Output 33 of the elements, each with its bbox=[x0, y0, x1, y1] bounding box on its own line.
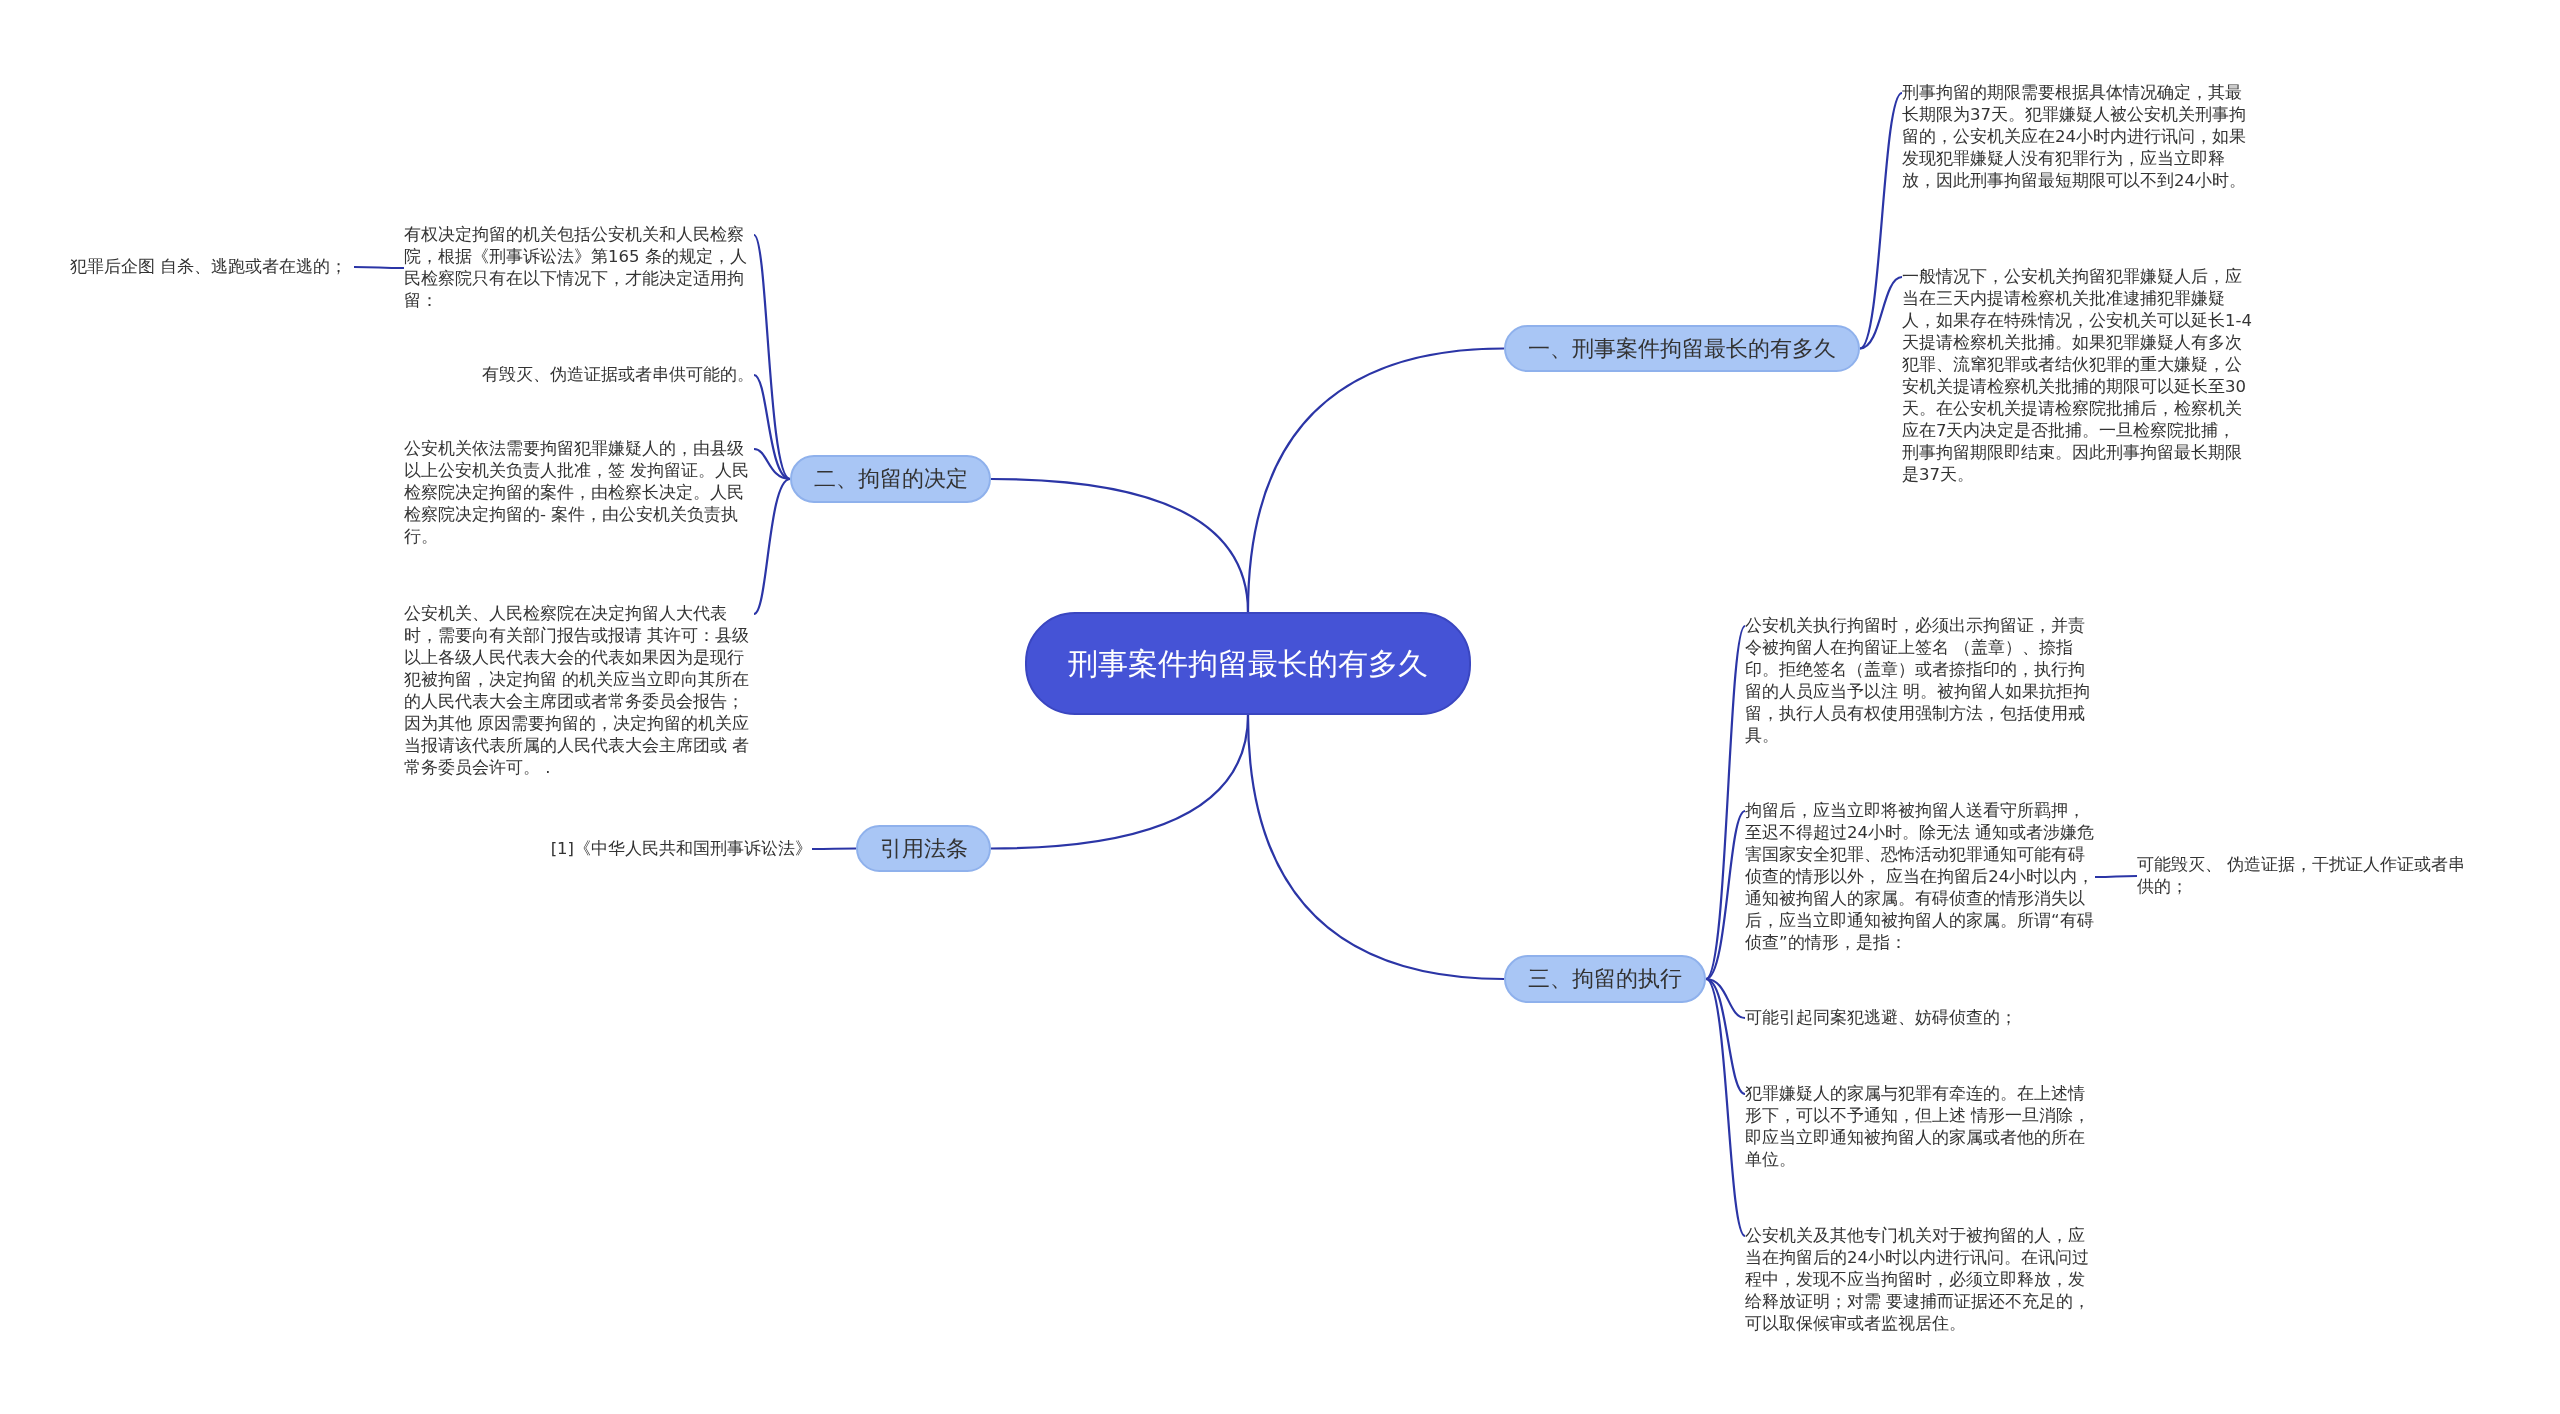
connector-line bbox=[354, 265, 404, 270]
topic-text: 犯罪后企图 自杀、逃跑或者在逃的； bbox=[70, 256, 354, 278]
connector-line bbox=[1859, 92, 1903, 350]
branch-topic: 一、刑事案件拘留最长的有多久 bbox=[1504, 325, 1860, 372]
topic-text: 可能引起同案犯逃避、妨碍侦查的； bbox=[1745, 1007, 2095, 1029]
topic-text: 刑事拘留的期限需要根据具体情况确定，其最长期限为37天。犯罪嫌疑人被公安机关刑事拘留的，公安机关应在24小时内进行讯问，如果发现犯罪嫌疑人没有犯罪行为，应当立即释放，因此刑事拘留最短期限可以不到24小时。 bbox=[1902, 82, 2252, 214]
topic-text: 可能毁灭、 伪造证据，干扰证人作证或者串供的； bbox=[2137, 854, 2477, 898]
topic-text: 有毁灭、伪造证据或者串供可能的。 bbox=[466, 364, 754, 386]
topic-text: 公安机关执行拘留时，必须出示拘留证，并责令被拘留人在拘留证上签名 （盖章）、捺指印。拒绝签名（盖章）或者捺指印的，执行拘留的人员应当予以注 明。被拘留人如果抗拒拘留，执行人员有权使用强制方法，包括使用戒具。 bbox=[1745, 615, 2095, 747]
topic-text: 公安机关及其他专门机关对于被拘留的人，应当在拘留后的24小时以内进行讯问。在讯问过程中，发现不应当拘留时，必须立即释放，发给释放证明；对需 要逮捕而证据还不充足的，可以取保候审或者监视居住。 bbox=[1745, 1225, 2095, 1335]
topic-text: 公安机关依法需要拘留犯罪嫌疑人的，由县级以上公安机关负责人批准，签 发拘留证。人民检察院决定拘留的案件，由检察长决定。人民检察院决定拘留的- 案件，由公安机关负责执行。 bbox=[404, 438, 754, 548]
topic-text: 一般情况下，公安机关拘留犯罪嫌疑人后，应当在三天内提请检察机关批准逮捕犯罪嫌疑人，如果存在特殊情况，公安机关可以延长1-4天提请检察机关批捕。如果犯罪嫌疑人有多次犯罪、流窜犯罪或者结伙犯罪的重大嫌疑，公安机关提请检察机关批捕的期限可以延长至30天。在公安机关提请检察院批捕后，检察机关应在7天内决定是否批捕。一旦检察院批捕，刑事拘留期限即结束。因此刑事拘留最长期限是37天。 bbox=[1902, 266, 2252, 490]
topic-text: [1]《中华人民共和国刑事诉讼法》 bbox=[540, 838, 812, 860]
topic-text: 犯罪嫌疑人的家属与犯罪有牵连的。在上述情形下，可以不予通知，但上述 情形一旦消除，即应当立即通知被拘留人的家属或者他的所在单位。 bbox=[1745, 1083, 2095, 1171]
connector-line bbox=[1246, 714, 1505, 981]
branch-topic: 引用法条 bbox=[856, 825, 991, 872]
topic-text: 拘留后，应当立即将被拘留人送看守所羁押，至迟不得超过24小时。除无法 通知或者涉嫌危害国家安全犯罪、恐怖活动犯罪通知可能有碍侦查的情形以外， 应当在拘留后24小时以内，通知被拘留人的家属。有碍侦查的情形消失以后，应当立即通知被拘留人的家属。所谓“有碍侦查”的情形，是指： bbox=[1745, 800, 2095, 954]
connector-line bbox=[2095, 874, 2137, 879]
topic-text: 公安机关、人民检察院在决定拘留人大代表时，需要向有关部门报告或报请 其许可：县级以上各级人民代表大会的代表如果因为是现行犯被拘留，决定拘留 的机关应当立即向其所在的人民代表大会主席团或者常务委员会报告；因为其他 原因需要拘留的，决定拘留的机关应当报请该代表所属的人民代表大会主席团或 者常务委员会许可。 . bbox=[404, 603, 754, 781]
branch-topic: 三、拘留的执行 bbox=[1504, 955, 1706, 1003]
branch-topic: 二、拘留的决定 bbox=[790, 455, 991, 503]
connector-line bbox=[753, 234, 791, 480]
connector-line bbox=[812, 847, 856, 851]
connector-line bbox=[1705, 978, 1746, 1237]
connector-line bbox=[1859, 275, 1903, 350]
connector-line bbox=[753, 478, 791, 615]
topic-text: 有权决定拘留的机关包括公安机关和人民检察院，根据《刑事诉讼法》第165 条的规定，人民检察院只有在以下情况下，才能决定适用拘留： bbox=[404, 224, 754, 312]
connector-line bbox=[753, 374, 791, 481]
connector-line bbox=[990, 477, 1250, 613]
connector-line bbox=[1705, 978, 1746, 1095]
connector-line bbox=[1705, 625, 1746, 980]
central-topic: 刑事案件拘留最长的有多久 bbox=[1025, 612, 1471, 715]
connector-line bbox=[1705, 810, 1746, 980]
